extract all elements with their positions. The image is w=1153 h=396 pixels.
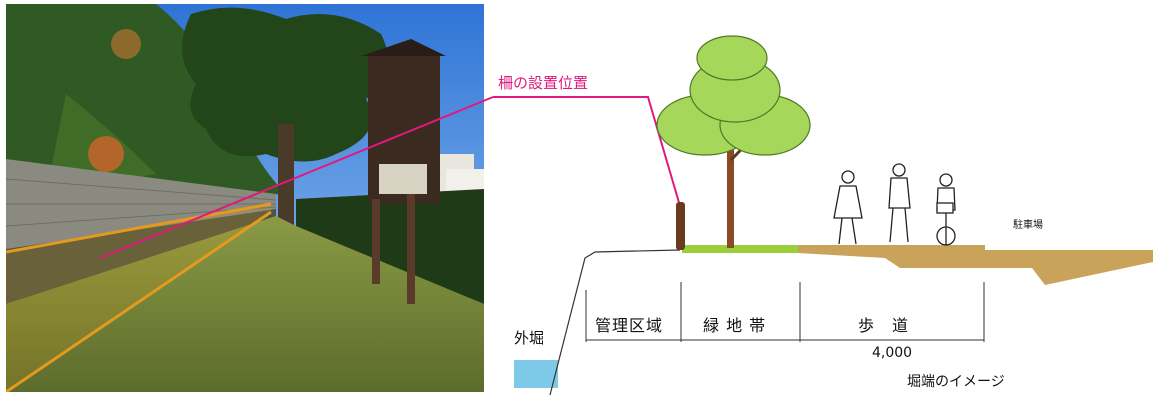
parking-label: 駐車場: [1013, 220, 1043, 231]
moat-water: [514, 360, 558, 388]
sidewalk-width-dimension: 4,000: [872, 345, 913, 361]
fence-location-label: 柵の設置位置: [498, 74, 589, 92]
cyclist-icon: [936, 173, 956, 246]
zone-green-belt: 緑 地 帯: [703, 316, 767, 335]
site-photo: [6, 4, 484, 392]
tree: [656, 35, 811, 248]
diagram-caption: 堀端のイメージ: [907, 374, 1005, 390]
fence-post: [676, 202, 685, 250]
green-strip: [682, 245, 798, 253]
callout-line-photo: [99, 96, 494, 259]
sidewalk-surface: [798, 245, 1153, 285]
ground-profile: [549, 249, 681, 396]
pedestrian-icon-2: [888, 163, 911, 243]
zone-management-area: 管理区域: [595, 316, 664, 335]
zone-sidewalk: 歩 道: [858, 316, 910, 335]
pedestrian-icon: [833, 170, 863, 245]
moat-label: 外堀: [514, 329, 545, 347]
callout-line-diagram: [493, 96, 681, 207]
